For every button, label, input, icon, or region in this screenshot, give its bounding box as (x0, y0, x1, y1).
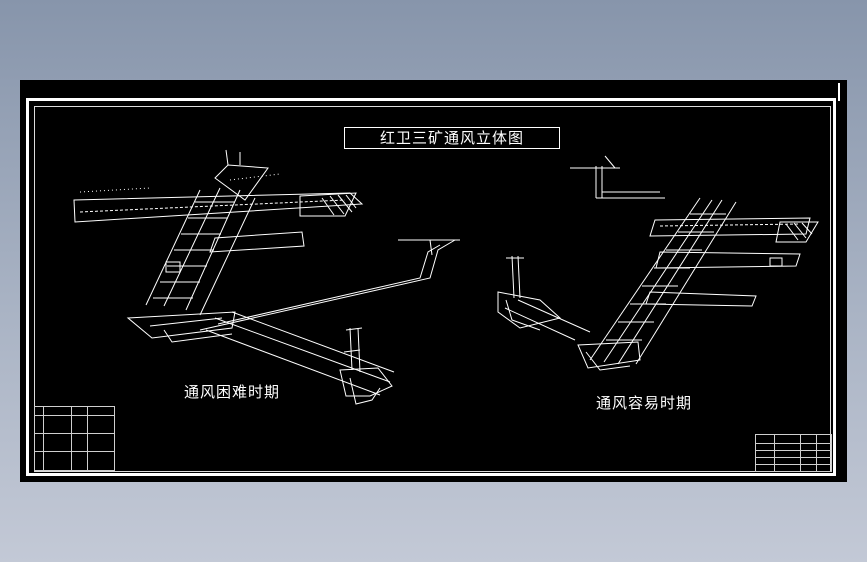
legend-col-divider (87, 407, 88, 470)
shaft-rungs (153, 201, 235, 299)
title-block-row (756, 457, 831, 458)
shaft-rungs-right (606, 213, 726, 341)
caption-difficult-period: 通风困难时期 (184, 383, 281, 401)
title-block (755, 434, 832, 472)
legend-table (34, 406, 115, 471)
legend-col-divider (71, 407, 72, 470)
title-block-row (756, 443, 831, 444)
stope-hatch-right (785, 222, 813, 241)
legend-row-divider (35, 415, 114, 416)
title-block-row (756, 450, 831, 451)
legend-row-divider (35, 451, 114, 452)
drawing-sheet-frame (26, 98, 836, 476)
difficult-period-network (73, 149, 460, 405)
legend-row-divider (35, 433, 114, 434)
stope-hatch (321, 194, 357, 216)
title-block-col (774, 435, 775, 471)
title-block-col (816, 435, 817, 471)
legend-col-divider (43, 407, 44, 470)
viewport-edge-marker (838, 83, 840, 101)
drawing-inner-border (34, 106, 831, 472)
caption-easy-period: 通风容易时期 (596, 394, 693, 412)
easy-period-network (497, 155, 819, 371)
drawing-title: 红卫三矿通风立体图 (344, 127, 560, 149)
title-block-row (756, 464, 831, 465)
title-block-col (800, 435, 801, 471)
